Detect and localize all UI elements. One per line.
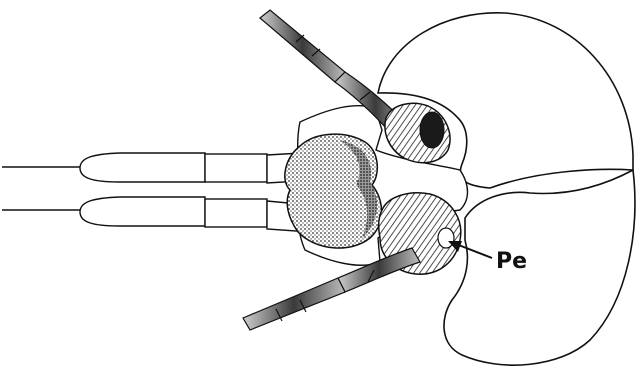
palps (2, 152, 318, 232)
lower-palp-segment-1 (80, 197, 205, 226)
pe-label: Pe (496, 249, 527, 274)
lower-palp-segment-2 (205, 199, 267, 227)
lower-antenna-flagellum (243, 278, 345, 330)
upper-antenna-flagellum (260, 10, 345, 82)
upper-palp-segment-2 (205, 154, 267, 182)
upper-pedicel-socket (420, 112, 444, 148)
lower-compound-eye (444, 170, 635, 365)
upper-palp-segment-1 (80, 153, 205, 182)
lower-pedicel-socket (438, 228, 454, 248)
